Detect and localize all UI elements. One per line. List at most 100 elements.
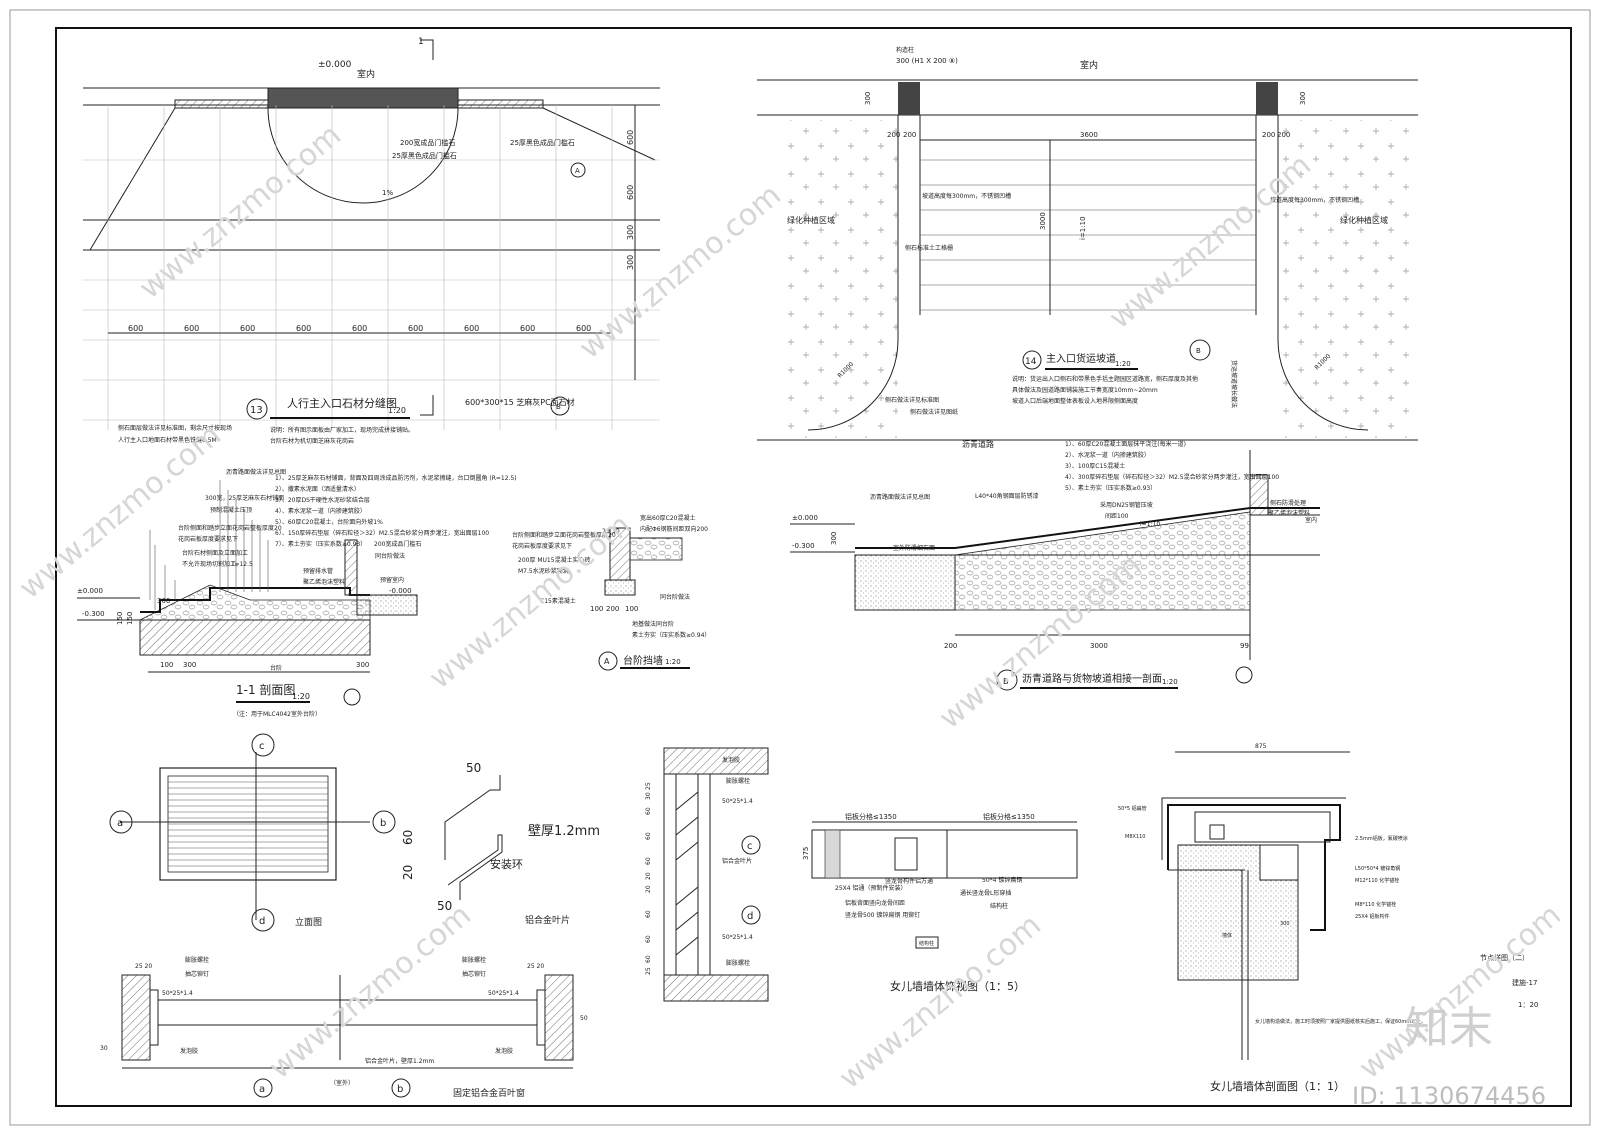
sheet-title: 节点详图（二） <box>1480 953 1529 962</box>
plan13-title: 人行主入口石材分缝图 <box>287 396 397 410</box>
plan14-slope: i=1:10 <box>1079 216 1087 240</box>
outer-frame <box>9 9 1591 1126</box>
secB-note: L40*40角钢面层防锈漆 <box>975 492 1039 500</box>
parapet-front-note: 结构柱 <box>990 902 1008 910</box>
plan14-dim-300: 300 <box>864 92 872 105</box>
sec11-layer: 1）、25厚芝麻灰石材铺面，背面及四周涂成品防污剂，水泥浆擦缝，台口倒圆角 (R… <box>275 474 517 482</box>
plan13-spec: 600*300*15 芝麻灰PC面石材 <box>465 397 575 407</box>
parapet-section: 875 50*5 铝扁管 M8X110 2.5mm铝板，氟碳喷涂 L50*50*… <box>1118 743 1538 1093</box>
parapet-front-note: 铝板背面竖向龙骨间距 <box>845 899 905 907</box>
parapet-front-note: 25X4 铝通（预制件安装） <box>835 884 906 892</box>
plan14-dim-3600: 3600 <box>1080 131 1098 139</box>
louver-window: c d a b 立面图 50 60 20 50 壁厚1.2mm 安装环 铝合金叶… <box>100 733 769 1099</box>
parapet-sec-note: M12*110 化学锚栓 <box>1355 877 1399 884</box>
secA-note: 宽出60厚C20混凝土 <box>640 514 695 522</box>
secB-dim: 200 <box>944 642 957 650</box>
louver-sec-note: 发泡胶 <box>180 1047 198 1055</box>
sec11-sub: （注：用于MLC4042室外台阶） <box>233 710 321 718</box>
louver-v-note: 铝合金叶片 <box>722 857 752 865</box>
secB-layer: 1）、60厚C20混凝土面层抹平浇注(每米一道) <box>1065 440 1186 448</box>
parapet-sec-note: L50*50*4 镀锌角钢 <box>1355 865 1400 872</box>
plan14-groove-left: 坡道高度每300mm，不锈钢凹槽 <box>922 192 1011 200</box>
plan14-green-right: 绿化种植区域 <box>1340 215 1388 225</box>
sec11-note: 聚乙烯泡沫塑料 <box>303 578 345 586</box>
parapet-front-dim: 铝板分格≤1350 <box>845 812 897 821</box>
plan14-note-2: 具体做法及园道路面铺装施工节奏宽度10mm~20mm <box>1012 386 1158 394</box>
sec11-note: 不允许现场切割加工。 <box>182 560 242 568</box>
louver-v-dim: 20 <box>645 872 652 880</box>
louver-v-note: 发泡胶 <box>722 756 740 764</box>
louver-sec-bubble-a: a <box>259 1084 265 1095</box>
secB-dim: 3000 <box>1090 642 1108 650</box>
secB-note: 侧石防滑处理 <box>1270 499 1306 507</box>
secB-layer: 3）、100厚C15混凝土 <box>1065 462 1125 470</box>
louver-sec-note: 25 20 <box>527 963 544 970</box>
louver-v-dim: 30 <box>645 792 652 800</box>
secB-note: 室内 <box>1305 516 1317 524</box>
inner-frame <box>55 27 1572 1107</box>
plan-14-ramp: 构造柱 300 (H1 X 200 ⑧) 室内 3600 200 200 200… <box>757 46 1418 449</box>
louver-dim-20: 20 <box>401 865 415 880</box>
watermark-id: ID: 1130674456 <box>1352 1082 1546 1110</box>
louver-v-dim: 60 <box>645 910 652 918</box>
secB-note: 室外防滑细石面 <box>893 544 935 552</box>
secA-note: 素土夯实（压实系数≥0.94） <box>632 631 710 639</box>
section-1-1: 1）、25厚芝麻灰石材铺面，背面及四周涂成品防污剂，水泥浆擦缝，台口倒圆角 (R… <box>77 468 517 718</box>
plan13-note-1: 200宽成品门槛石 <box>400 138 455 147</box>
plan13-dim: 600 <box>576 324 591 333</box>
plan14-number: 14 <box>1025 357 1037 367</box>
plan14-scale: 1:20 <box>1115 360 1131 368</box>
plan13-label-1: 1 <box>418 37 424 47</box>
louver-v-note: 膨胀螺栓 <box>726 777 750 785</box>
plan13-dim: 600 <box>240 324 255 333</box>
watermark-site: www.znzmo.com <box>13 418 228 607</box>
sec11-dim: 台阶 <box>270 664 282 672</box>
louver-bubble-a: a <box>117 818 123 829</box>
sec11-title: 1-1 剖面图 <box>236 683 295 697</box>
parapet-front-note: 竖龙骨500 镀锌扁钢 用铆钉 <box>845 911 920 919</box>
plan-13-stone-layout: 1 ±0.000 室内 200宽成品门槛石 25厚黑色成品门槛石 25厚黑色成品… <box>83 37 660 445</box>
sec11-level: ±0.000 <box>77 587 103 595</box>
parapet-sec-note: 300 <box>1280 921 1290 927</box>
louver-sec-note: 50*25*1.4 <box>162 990 193 997</box>
sec11-note: 台阶侧面和踏步立面花岗岩整板厚度20 <box>178 524 282 532</box>
louver-v-dim: 60 <box>645 857 652 865</box>
plan13-dim: 600 <box>520 324 535 333</box>
louver-sec-note: 50 <box>580 1015 588 1022</box>
sec11-dim: 100 <box>160 661 173 669</box>
louver-blade-label: 铝合金叶片 <box>525 914 570 926</box>
sec11-layer: 7）、素土夯实（压实系数≥0.93） <box>275 540 366 548</box>
plan14-groove-right: 坡道高度每300mm，不锈钢凹槽 <box>1270 196 1359 204</box>
parapet-front-dim-375: 375 <box>802 847 810 860</box>
louver-dim-50b: 50 <box>437 899 452 913</box>
secB-note: 采用DN25钢管压坡 <box>1100 501 1153 509</box>
louver-ring: 安装环 <box>490 857 523 871</box>
parapet-sec-note: 50*5 铝扁管 <box>1118 805 1147 812</box>
secA-dim: 100 <box>625 605 638 613</box>
plan14-note-1: 说明：货运出入口侧石和带黑色手括主题园区道路宽，侧石厚度及其他 <box>1012 375 1198 383</box>
sec11-note: 台阶石材侧面及立面加工 <box>182 549 248 557</box>
plan13-dim: 600 <box>352 324 367 333</box>
secB-layer: 2）、水泥浆一道（内掺建筑胶） <box>1065 451 1150 459</box>
louver-sec-note: 抽芯铆钉 <box>185 970 209 978</box>
secB-slope: i=1:10 <box>1140 521 1160 528</box>
plan14-title: 主入口货运坡道 <box>1046 352 1116 365</box>
secB-bubble: B <box>1003 677 1009 686</box>
parapet-front-view: 铝板分格≤1350 铝板分格≤1350 25X4 铝通（预制件安装） 竖龙骨构件… <box>802 812 1078 993</box>
louver-title: 固定铝合金百叶窗 <box>453 1087 525 1099</box>
watermark-site: www.znzmo.com <box>573 178 788 367</box>
parapet-sec-note: 25X4 铝板构件 <box>1355 913 1390 920</box>
secA-note: 台阶侧面和踏步立面花岗岩整板厚度20 <box>512 531 616 539</box>
secB-title: 沥青道路与货物坡道相接一剖面 <box>1022 672 1162 685</box>
sec11-note: 预留排水管 <box>303 567 333 575</box>
plan13-dim: 600 <box>296 324 311 333</box>
plan13-room: 室内 <box>357 68 375 80</box>
louver-v-bubble-d: d <box>747 911 753 922</box>
secB-layer: 5）、素土夯实（压实系数≥0.93） <box>1065 484 1156 492</box>
plan14-note-left2: 侧石标准土工格栅 <box>905 244 953 252</box>
sec11-level: -0.300 <box>82 610 105 618</box>
sec11-note: 预留室内 <box>380 576 404 584</box>
plan13-vdim: 300 <box>626 255 635 270</box>
sec11-layer: 4）、素水泥浆一道（内掺建筑胶） <box>275 507 366 515</box>
